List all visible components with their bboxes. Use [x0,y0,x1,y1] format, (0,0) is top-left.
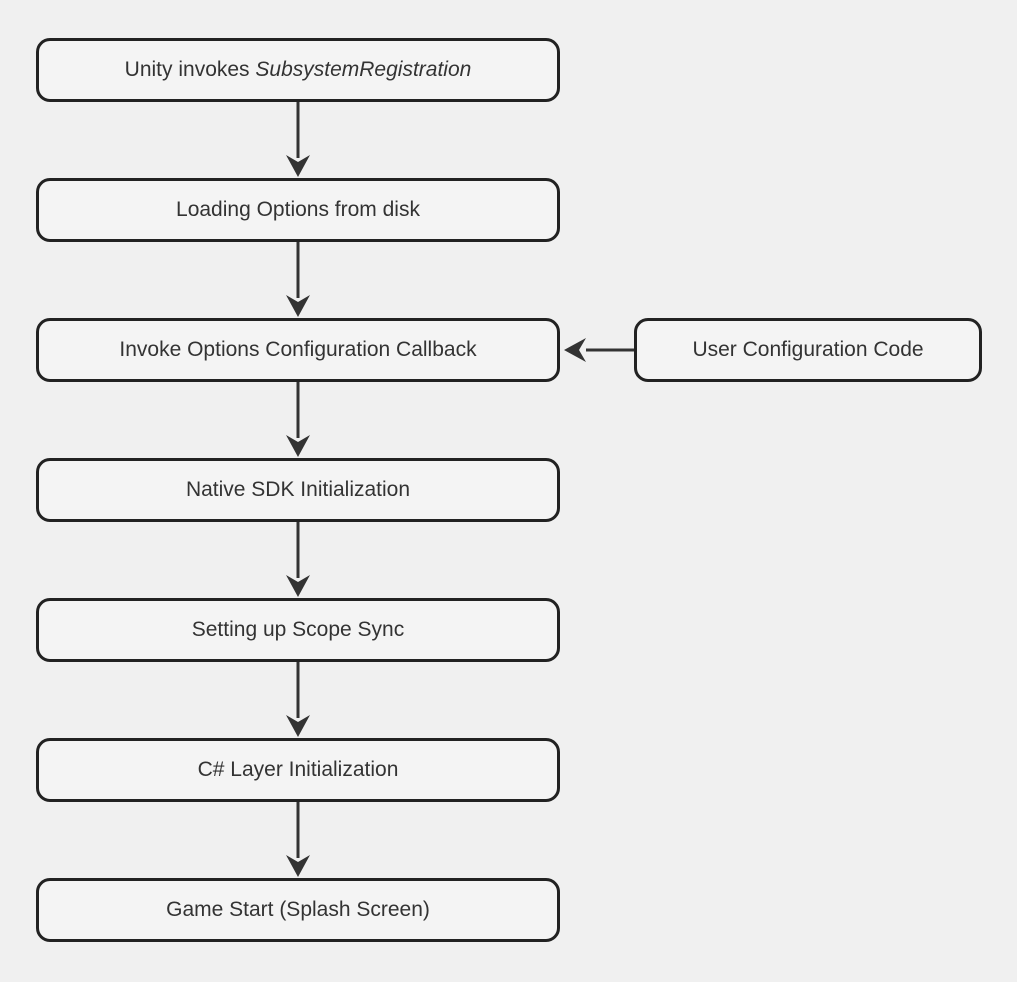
edge-loading-to-invoke [286,242,310,317]
node-label: Game Start (Splash Screen) [166,898,430,922]
edge-scope-to-csharp [286,662,310,737]
node-label: Invoke Options Configuration Callback [119,338,477,362]
node-native-sdk-initialization: Native SDK Initialization [36,458,560,522]
node-setting-up-scope-sync: Setting up Scope Sync [36,598,560,662]
node-label: User Configuration Code [692,338,924,362]
edge-native-to-scope [286,522,310,597]
node-label-italic-part: SubsystemRegistration [255,58,472,82]
node-label: Native SDK Initialization [185,478,411,502]
node-user-configuration-code: User Configuration Code [634,318,982,382]
node-loading-options-from-disk: Loading Options from disk [36,178,560,242]
edge-unity-to-loading [286,102,310,177]
node-label: Unity invokes SubsystemRegistration [124,58,472,82]
node-csharp-layer-initialization: C# Layer Initialization [36,738,560,802]
node-game-start-splash-screen: Game Start (Splash Screen) [36,878,560,942]
node-label: Loading Options from disk [176,198,420,222]
node-invoke-options-configuration-callback: Invoke Options Configuration Callback [36,318,560,382]
edge-userconfig-to-invoke [564,338,634,362]
node-label: C# Layer Initialization [197,758,399,782]
edge-invoke-to-native [286,382,310,457]
node-label: Setting up Scope Sync [191,618,405,642]
node-unity-invokes-subsystem-registration: Unity invokes SubsystemRegistration [36,38,560,102]
edge-csharp-to-game [286,802,310,877]
